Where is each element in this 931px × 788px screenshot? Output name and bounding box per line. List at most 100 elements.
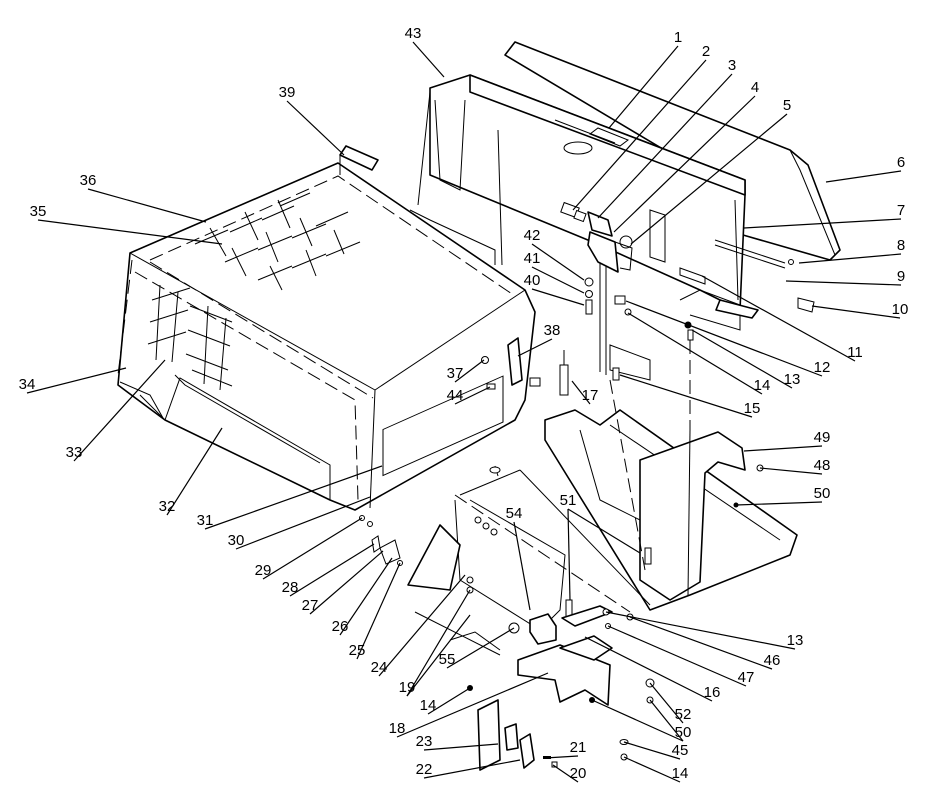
callout-c6: 6 — [897, 154, 905, 171]
leader-c52 — [649, 682, 684, 724]
callout-c17: 17 — [582, 387, 599, 404]
callout-c14b: 14 — [420, 697, 437, 714]
leader-c43 — [412, 41, 445, 78]
callout-c38: 38 — [544, 322, 561, 339]
base-frame — [407, 340, 798, 656]
leader-c55 — [446, 627, 515, 669]
callout-c10: 10 — [892, 301, 909, 318]
callout-c1: 1 — [674, 29, 682, 46]
hood-handle — [339, 145, 379, 175]
callout-c30: 30 — [228, 532, 245, 549]
callout-c15: 15 — [744, 400, 761, 417]
callout-c26: 26 — [332, 618, 349, 635]
callout-c18: 18 — [389, 720, 406, 737]
hinge-bracket-assembly — [560, 201, 633, 273]
leader-c36 — [87, 188, 207, 223]
leader-c38 — [517, 338, 553, 357]
leader-c22 — [423, 759, 521, 779]
leader-c25 — [356, 562, 401, 660]
leader-c17 — [571, 380, 591, 405]
callout-c24: 24 — [371, 659, 388, 676]
leader-c8 — [798, 253, 902, 264]
leader-c45 — [623, 741, 681, 760]
callout-c50b: 50 — [675, 724, 692, 741]
leader-c11 — [701, 275, 856, 362]
callout-c46: 46 — [764, 652, 781, 669]
callout-c44: 44 — [447, 387, 464, 404]
leader-c29 — [262, 517, 363, 580]
leader-c19 — [406, 589, 471, 697]
leader-c13b — [605, 611, 796, 650]
callout-c16: 16 — [704, 684, 721, 701]
callout-c23: 23 — [416, 733, 433, 750]
leader-c54 — [513, 521, 531, 611]
callout-c3: 3 — [728, 57, 736, 74]
leader-c35 — [37, 219, 223, 245]
bolt-hardware-group — [584, 259, 815, 381]
leader-c4 — [613, 95, 756, 233]
callout-c9: 9 — [897, 268, 905, 285]
callout-c12: 12 — [814, 359, 831, 376]
grille-decal-front — [147, 284, 233, 391]
leader-c9 — [785, 280, 902, 286]
grille-decal-top — [194, 192, 361, 291]
leader-c32 — [166, 427, 223, 516]
callout-c4: 4 — [751, 79, 759, 96]
callout-c7: 7 — [897, 202, 905, 219]
leader-c6 — [825, 170, 902, 183]
callout-c43: 43 — [405, 25, 422, 42]
rod-part — [714, 239, 786, 269]
leader-c16 — [584, 636, 713, 702]
leader-c42 — [531, 243, 585, 281]
callout-c19: 19 — [399, 679, 416, 696]
leader-c50a — [735, 501, 823, 506]
callout-c28: 28 — [282, 579, 299, 596]
callout-c22: 22 — [416, 761, 433, 778]
leader-c31 — [204, 465, 383, 530]
callout-c13a: 13 — [784, 371, 801, 388]
callout-c36: 36 — [80, 172, 97, 189]
lower-guard — [477, 635, 613, 771]
leader-c7 — [743, 218, 902, 229]
leader-c33 — [73, 359, 166, 462]
callout-c27: 27 — [302, 597, 319, 614]
leader-c20 — [552, 764, 579, 783]
callout-c35: 35 — [30, 203, 47, 220]
leader-c3 — [597, 73, 733, 219]
callout-c55: 55 — [439, 651, 456, 668]
leader-c12 — [625, 300, 823, 377]
leader-c47 — [607, 625, 747, 687]
callout-c32: 32 — [159, 498, 176, 515]
callout-leaders — [26, 41, 902, 783]
callout-c2: 2 — [702, 43, 710, 60]
callout-c51: 51 — [560, 492, 577, 509]
callout-c47: 47 — [738, 669, 755, 686]
leader-c23 — [423, 743, 499, 751]
leader-c10 — [811, 305, 901, 319]
callout-c14c: 14 — [672, 765, 689, 782]
leader-c14a — [627, 312, 763, 395]
leader-c40 — [531, 288, 585, 306]
leader-c44 — [454, 386, 491, 405]
callout-c54: 54 — [506, 505, 523, 522]
rear-enclosure-panel — [409, 41, 841, 381]
leader-c37 — [454, 359, 485, 383]
leader-c49 — [743, 445, 823, 452]
callout-c31: 31 — [197, 512, 214, 529]
leader-extra-c50b-1 — [591, 699, 684, 742]
leader-c14c — [623, 756, 681, 783]
leader-c13a — [691, 329, 793, 389]
leader-c26 — [339, 557, 393, 636]
callout-c48: 48 — [814, 457, 831, 474]
leader-c24 — [378, 574, 466, 677]
callout-c8: 8 — [897, 237, 905, 254]
callout-c21: 21 — [570, 739, 587, 756]
callout-c39: 39 — [279, 84, 296, 101]
leader-c14b — [427, 687, 471, 715]
leader-c28 — [289, 543, 375, 597]
callout-c37: 37 — [447, 365, 464, 382]
callout-c11: 11 — [847, 344, 863, 361]
callout-c33: 33 — [66, 444, 83, 461]
callout-c5: 5 — [783, 97, 791, 114]
